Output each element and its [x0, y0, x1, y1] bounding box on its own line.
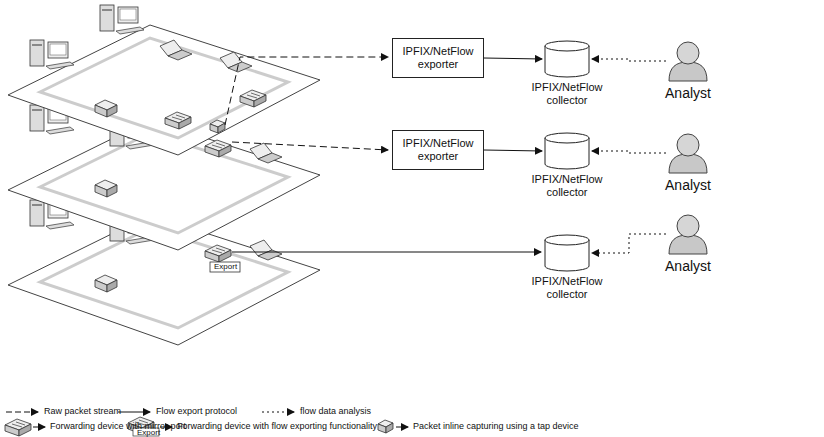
legend-text: Packet inline capturing using a tap devi…: [413, 421, 579, 431]
legend-text: Raw packet stream: [44, 406, 121, 416]
analyst-label: Analyst: [638, 85, 738, 101]
collector-database: IPFIX/NetFlow collector: [517, 132, 617, 199]
cylinder-shape: [544, 40, 590, 78]
analysis-connector: [592, 234, 666, 253]
collector-label: IPFIX/NetFlow collector: [517, 81, 617, 107]
collector-database: IPFIX/NetFlow collector: [517, 234, 617, 301]
box-text: IPFIX/NetFlow exporter: [399, 137, 477, 163]
collector-label: IPFIX/NetFlow collector: [517, 173, 617, 199]
person-icon: [666, 40, 710, 82]
analyst-label: Analyst: [638, 177, 738, 193]
analyst-figure: Analyst: [638, 40, 738, 101]
analysis-connector: [592, 59, 666, 61]
analyst-figure: Analyst: [638, 213, 738, 274]
exporter-box: IPFIX/NetFlow exporter: [392, 38, 484, 78]
person-icon: [666, 132, 710, 174]
export-connector: [484, 58, 542, 59]
collector-database: IPFIX/NetFlow collector: [517, 40, 617, 107]
cylinder-shape: [544, 132, 590, 170]
analyst-label: Analyst: [638, 258, 738, 274]
legend-text: Flow export protocol: [156, 406, 237, 416]
cylinder-shape: [544, 234, 590, 272]
legend-text: Forwarding device with mirror port: [50, 421, 186, 431]
person-icon: [666, 213, 710, 255]
legend-text: Forwarding device with flow exporting fu…: [177, 421, 377, 431]
export-tag: Export: [214, 262, 237, 271]
box-text: IPFIX/NetFlow exporter: [399, 45, 477, 71]
export-connector: [484, 150, 542, 151]
exporter-box: IPFIX/NetFlow exporter: [392, 130, 484, 170]
analyst-figure: Analyst: [638, 132, 738, 193]
legend-text: flow data analysis: [300, 406, 371, 416]
analysis-connector: [592, 151, 666, 153]
collector-label: IPFIX/NetFlow collector: [517, 275, 617, 301]
